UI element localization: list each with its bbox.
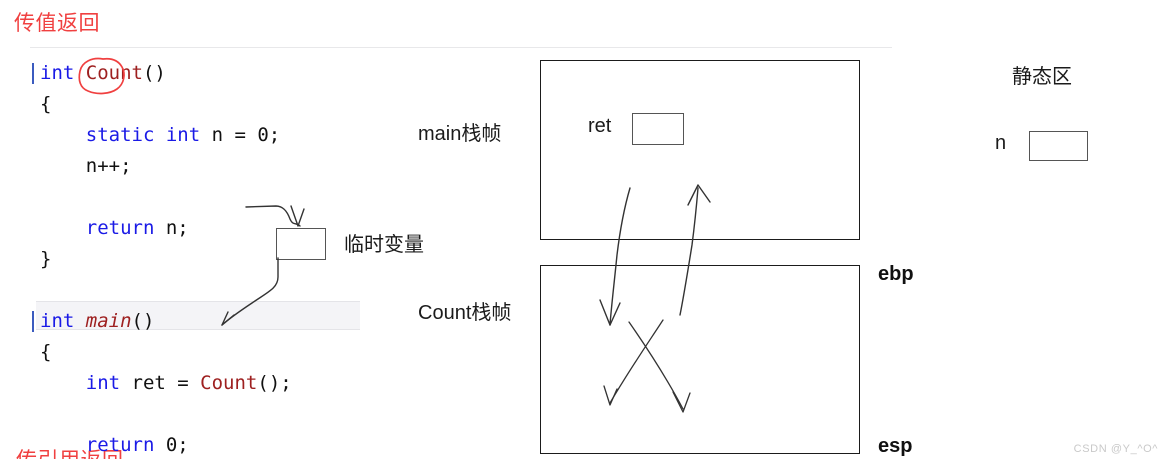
- code-line: int main(): [32, 306, 380, 337]
- code-editor[interactable]: int Count(){ static int n = 0; n++; retu…: [32, 58, 380, 459]
- ret-value-box: [632, 113, 684, 145]
- code-token: int: [40, 62, 75, 84]
- code-token: {: [40, 93, 52, 115]
- code-token: n++;: [40, 155, 132, 177]
- main-stack-frame-box: [540, 60, 860, 240]
- code-line: n++;: [40, 151, 380, 182]
- code-line: {: [40, 337, 380, 368]
- register-label-esp: esp: [878, 435, 913, 457]
- code-token: int: [85, 372, 121, 394]
- code-token: 0;: [154, 434, 189, 456]
- csdn-watermark: CSDN @Y_^O^: [1073, 443, 1158, 455]
- code-line: [40, 399, 380, 430]
- editor-change-marker: [32, 63, 34, 84]
- code-line: {: [40, 89, 380, 120]
- code-token: return: [85, 434, 155, 456]
- code-token: [74, 310, 85, 332]
- static-variable-label: n: [995, 132, 1007, 154]
- code-token: [40, 372, 86, 394]
- editor-current-line-highlight: [36, 301, 360, 330]
- code-line: [40, 275, 380, 306]
- ret-variable-label: ret: [588, 115, 612, 137]
- code-token: [40, 217, 86, 239]
- code-token: [40, 124, 86, 146]
- code-token: (): [131, 310, 155, 332]
- code-token: n = 0;: [200, 124, 281, 146]
- static-area-label: 静态区: [1012, 66, 1072, 88]
- code-token: [74, 62, 85, 84]
- code-token: int: [40, 310, 75, 332]
- code-token: ();: [257, 372, 292, 394]
- code-line: }: [40, 244, 380, 275]
- code-line: return 0;: [40, 430, 380, 459]
- code-line: int ret = Count();: [40, 368, 380, 399]
- code-line: static int n = 0;: [40, 120, 380, 151]
- code-token: ret =: [120, 372, 201, 394]
- count-stack-frame-box: [540, 265, 860, 454]
- header-divider: [30, 47, 892, 48]
- code-token: main: [85, 310, 132, 332]
- count-stack-frame-label: Count栈帧: [418, 302, 512, 324]
- code-token: [40, 434, 86, 456]
- code-token: Count: [85, 62, 143, 84]
- page-title-pass-by-value: 传值返回: [14, 12, 100, 35]
- main-stack-frame-label: main栈帧: [418, 123, 502, 145]
- code-token: static int: [85, 124, 201, 146]
- code-token: n;: [154, 217, 189, 239]
- code-token: Count: [200, 372, 258, 394]
- code-token: (): [142, 62, 166, 84]
- editor-change-marker: [32, 311, 34, 332]
- register-label-ebp: ebp: [878, 263, 914, 285]
- code-token: }: [40, 248, 52, 270]
- code-line: return n;: [40, 213, 380, 244]
- code-token: {: [40, 341, 52, 363]
- static-variable-box: [1029, 131, 1088, 161]
- code-line: [40, 182, 380, 213]
- code-line: int Count(): [32, 58, 380, 89]
- temp-variable-box: [276, 228, 326, 260]
- temp-variable-label: 临时变量: [344, 234, 424, 256]
- code-token: return: [85, 217, 155, 239]
- page-title-pass-by-reference: 传引用返回: [16, 444, 124, 459]
